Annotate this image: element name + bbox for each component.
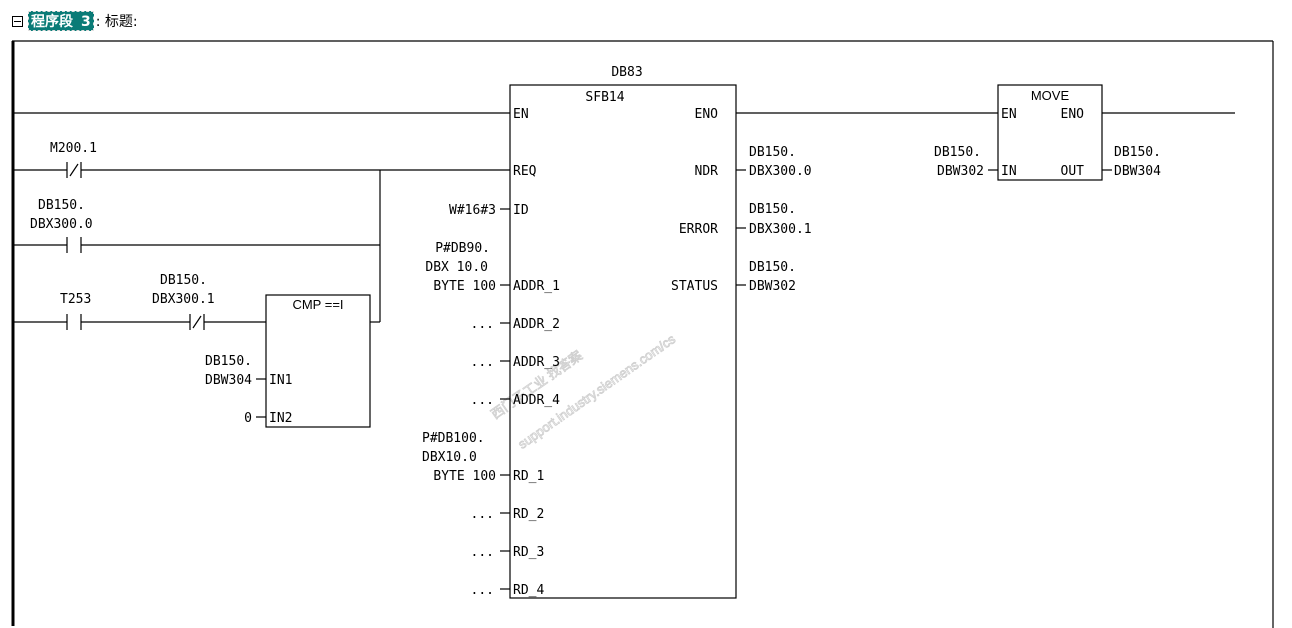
sfb-pin-id: ID bbox=[513, 203, 529, 218]
sfb-status-value[interactable]: DBW302 bbox=[749, 279, 796, 294]
sfb-name: SFB14 bbox=[585, 90, 624, 105]
contact-m200-1[interactable] bbox=[66, 162, 82, 178]
sfb-pin-addr2: ADDR_2 bbox=[513, 317, 560, 332]
sfb-pin-ndr: NDR bbox=[695, 164, 719, 179]
sfb-rd3-value[interactable]: ... bbox=[471, 545, 494, 560]
network-header: 程序段 3 : 标题: bbox=[12, 10, 138, 32]
sfb-addr4-value[interactable]: ... bbox=[471, 393, 494, 408]
sfb-pin-error: ERROR bbox=[679, 222, 718, 237]
sfb-ndr-value[interactable]: DBX300.0 bbox=[749, 164, 812, 179]
contact-dbx300-0[interactable] bbox=[66, 237, 82, 253]
segment-number: 3 bbox=[81, 14, 91, 30]
sfb-pin-rd3: RD_3 bbox=[513, 545, 544, 560]
contact-address: DBX300.0 bbox=[30, 217, 93, 232]
sfb14-block[interactable] bbox=[509, 84, 737, 599]
sfb-pin-rd4: RD_4 bbox=[513, 583, 544, 598]
sfb-instance-db[interactable]: DB83 bbox=[611, 65, 642, 80]
move-pin-eno: ENO bbox=[1061, 107, 1085, 122]
cmp-in1-label: IN1 bbox=[269, 373, 292, 388]
contact-address: DBX300.1 bbox=[152, 292, 215, 307]
sfb-rd1-value[interactable]: BYTE 100 bbox=[433, 469, 496, 484]
move-block[interactable] bbox=[997, 84, 1103, 181]
sfb-addr1-value[interactable]: DBX 10.0 bbox=[425, 260, 488, 275]
cmp-in1-value: DB150. bbox=[205, 354, 252, 369]
sfb-pin-eno: ENO bbox=[695, 107, 719, 122]
move-in-value[interactable]: DB150. bbox=[934, 145, 981, 160]
network-segment-label[interactable]: 程序段 3 bbox=[28, 11, 94, 31]
sfb-pin-status: STATUS bbox=[671, 279, 718, 294]
sfb-output-stubs bbox=[736, 169, 746, 286]
sfb-pin-en: EN bbox=[513, 107, 529, 122]
cmp-title: CMP ==I bbox=[292, 297, 343, 312]
contact-address: M200.1 bbox=[50, 141, 97, 156]
move-in-value[interactable]: DBW302 bbox=[937, 164, 984, 179]
sfb-pin-req: REQ bbox=[513, 164, 537, 179]
move-out-value[interactable]: DBW304 bbox=[1114, 164, 1161, 179]
move-out-value[interactable]: DB150. bbox=[1114, 145, 1161, 160]
cmp-in1-value: DBW304 bbox=[205, 373, 252, 388]
sfb-ndr-value[interactable]: DB150. bbox=[749, 145, 796, 160]
segment-label-text: 程序段 bbox=[31, 14, 73, 30]
move-title: MOVE bbox=[1031, 88, 1070, 103]
sfb-addr1-value[interactable]: P#DB90. bbox=[435, 241, 490, 256]
collapse-icon[interactable] bbox=[12, 15, 23, 27]
sfb-pin-rd2: RD_2 bbox=[513, 507, 544, 522]
cmp-in2-label: IN2 bbox=[269, 411, 292, 426]
sfb-rd1-value[interactable]: DBX10.0 bbox=[422, 450, 477, 465]
sfb-addr2-value[interactable]: ... bbox=[471, 317, 494, 332]
contact-address: DB150. bbox=[38, 198, 85, 213]
contact-dbx300-1[interactable] bbox=[189, 314, 205, 330]
sfb-pin-rd1: RD_1 bbox=[513, 469, 544, 484]
move-pin-en: EN bbox=[1001, 107, 1017, 122]
sfb-pin-addr4: ADDR_4 bbox=[513, 393, 560, 408]
sfb-pin-addr1: ADDR_1 bbox=[513, 279, 560, 294]
contact-t253[interactable] bbox=[66, 314, 82, 330]
network-title[interactable]: : 标题: bbox=[95, 14, 138, 30]
cmp-in2-value: 0 bbox=[244, 411, 252, 426]
sfb-rd1-value[interactable]: P#DB100. bbox=[422, 431, 485, 446]
sfb-rd4-value[interactable]: ... bbox=[471, 583, 494, 598]
sfb-pin-addr3: ADDR_3 bbox=[513, 355, 560, 370]
contact-address: T253 bbox=[60, 292, 91, 307]
sfb-input-stubs bbox=[500, 208, 510, 590]
sfb-error-value[interactable]: DBX300.1 bbox=[749, 222, 812, 237]
sfb-rd2-value[interactable]: ... bbox=[471, 507, 494, 522]
move-pin-out: OUT bbox=[1061, 164, 1085, 179]
sfb-addr1-value[interactable]: BYTE 100 bbox=[433, 279, 496, 294]
sfb-addr3-value[interactable]: ... bbox=[471, 355, 494, 370]
sfb-id-value[interactable]: W#16#3 bbox=[449, 203, 496, 218]
move-pin-in: IN bbox=[1001, 164, 1017, 179]
cmp-block[interactable] bbox=[265, 294, 371, 428]
sfb-status-value[interactable]: DB150. bbox=[749, 260, 796, 275]
sfb-error-value[interactable]: DB150. bbox=[749, 202, 796, 217]
contact-address: DB150. bbox=[160, 273, 207, 288]
